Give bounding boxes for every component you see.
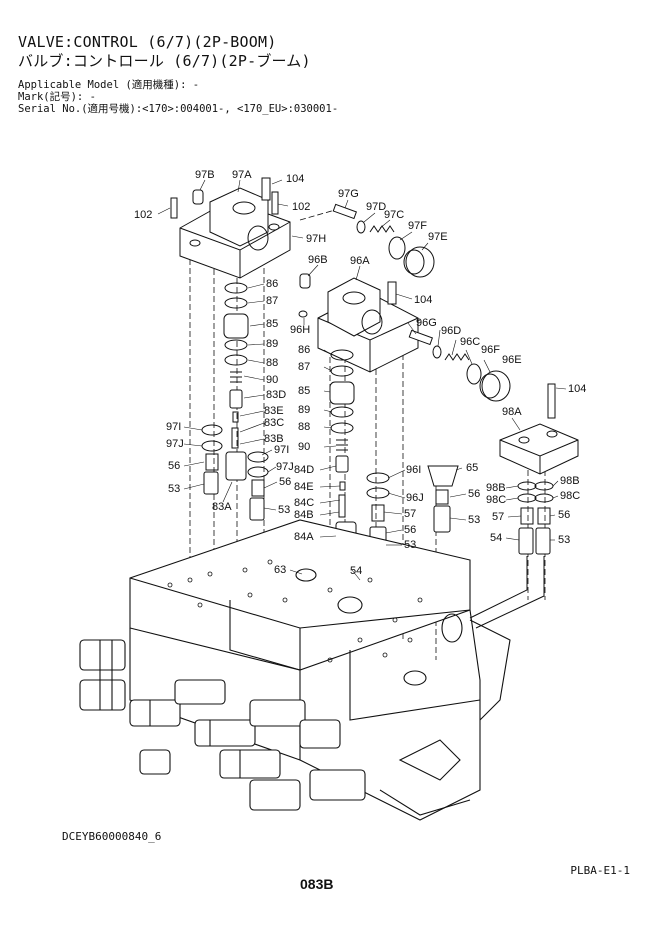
- cover-97-group: [170, 177, 291, 279]
- callout-label: 97A: [232, 169, 252, 181]
- page-number: 083B: [300, 876, 334, 892]
- callout-label: 57: [492, 511, 504, 523]
- callout-label: 84A: [294, 531, 314, 543]
- callout-label: 86: [266, 278, 278, 290]
- callout-label: 97J: [166, 438, 184, 450]
- left-stack: [201, 282, 269, 521]
- callout-label: 98B: [486, 482, 506, 494]
- callout-label: 96I: [406, 464, 421, 476]
- callout-label: 53: [468, 514, 480, 526]
- callout-label: 53: [558, 534, 570, 546]
- callout-label: 98C: [486, 494, 506, 506]
- callout-label: 97B: [195, 169, 215, 181]
- callout-label: 97G: [338, 188, 359, 200]
- callout-label: 89: [298, 404, 310, 416]
- callout-label: 97J: [276, 461, 294, 473]
- callout-label: 97F: [408, 220, 427, 232]
- callout-label: 83A: [212, 501, 232, 513]
- serial-number-line: Serial No.(適用号機):<170>:004001-, <170_EU>…: [18, 103, 339, 115]
- callout-label: 87: [266, 295, 278, 307]
- callout-label: 57: [404, 508, 416, 520]
- callout-label: 97C: [384, 209, 404, 221]
- callout-label: 96G: [416, 317, 437, 329]
- callout-label: 84B: [294, 509, 314, 521]
- callout-label: 89: [266, 338, 278, 350]
- callout-label: 104: [286, 173, 304, 185]
- callout-label: 53: [168, 483, 180, 495]
- callout-label: 53: [404, 539, 416, 551]
- callout-label: 96D: [441, 325, 461, 337]
- callout-label: 83E: [264, 405, 284, 417]
- applicable-model: Applicable Model (適用機種): -: [18, 79, 200, 91]
- callout-label: 96F: [481, 344, 500, 356]
- callout-label: 63: [274, 564, 286, 576]
- callout-label: 96H: [290, 324, 310, 336]
- callout-label: 104: [568, 383, 586, 395]
- callout-label: 98B: [560, 475, 580, 487]
- callout-label: 97H: [306, 233, 326, 245]
- callout-label: 83B: [264, 433, 284, 445]
- callout-label: 88: [266, 357, 278, 369]
- title-japanese: バルブ:コントロール (6/7)(2P-ブーム): [18, 52, 311, 70]
- valve-body: [79, 519, 511, 821]
- callout-label: 85: [266, 318, 278, 330]
- mark-line: Mark(記号): -: [18, 91, 96, 103]
- callout-label: 98C: [560, 490, 580, 502]
- callout-label: 97E: [428, 231, 448, 243]
- callout-label: 96A: [350, 255, 370, 267]
- cover-96-group: [298, 273, 419, 373]
- callout-label: 102: [134, 209, 152, 221]
- callout-label: 65: [466, 462, 478, 474]
- callout-label: 56: [168, 460, 180, 472]
- callout-label: 84C: [294, 497, 314, 509]
- callout-labels: 97B 97A 104 102 102 97G 97D 97C 97F 97E …: [134, 169, 586, 577]
- callout-label: 85: [298, 385, 310, 397]
- callout-label: 84D: [294, 464, 314, 476]
- callout-label: 97I: [274, 444, 289, 456]
- callout-label: 97I: [166, 421, 181, 433]
- callout-label: 83C: [264, 417, 284, 429]
- callout-label: 53: [278, 504, 290, 516]
- callout-label: 86: [298, 344, 310, 356]
- document-id: DCEYB60000840_6: [62, 830, 162, 843]
- block-98a-group: [469, 383, 579, 629]
- callout-label: 90: [298, 441, 310, 453]
- callout-label: 54: [490, 532, 502, 544]
- callout-label: 96B: [308, 254, 328, 266]
- right-stack: [427, 465, 459, 533]
- callout-label: 96C: [460, 336, 480, 348]
- page-code: PLBA-E1-1: [570, 864, 630, 877]
- callout-label: 96J: [406, 492, 424, 504]
- plug-97-group: [332, 203, 435, 278]
- callout-label: 104: [414, 294, 432, 306]
- callout-label: 56: [558, 509, 570, 521]
- callout-label: 84E: [294, 481, 314, 493]
- callout-label: 102: [292, 201, 310, 213]
- callout-label: 56: [404, 524, 416, 536]
- callout-label: 56: [468, 488, 480, 500]
- callout-label: 90: [266, 374, 278, 386]
- callout-label: 88: [298, 421, 310, 433]
- callout-label: 54: [350, 565, 362, 577]
- title-english: VALVE:CONTROL (6/7)(2P-BOOM): [18, 33, 277, 51]
- callout-label: 83D: [266, 389, 286, 401]
- plug-96-group: [408, 329, 511, 402]
- callout-label: 97D: [366, 201, 386, 213]
- callout-label: 56: [279, 476, 291, 488]
- callout-label: 96E: [502, 354, 522, 366]
- callout-label: 98A: [502, 406, 522, 418]
- callout-label: 87: [298, 361, 310, 373]
